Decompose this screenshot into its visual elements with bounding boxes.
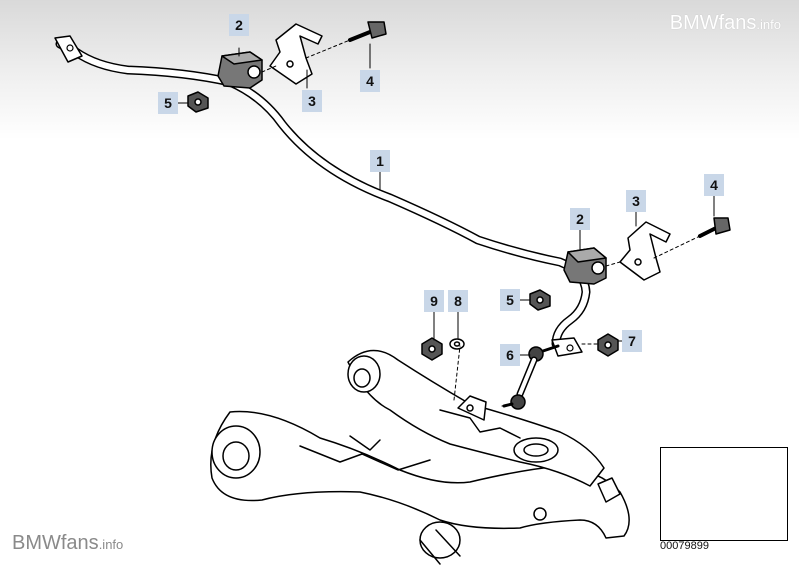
callout-part-5: 5 [500,289,520,311]
self-locking-nut [597,333,619,357]
vehicle-reference-box [660,447,788,541]
watermark-top: BMWfans.info [669,12,781,34]
callout-part-2: 2 [229,14,249,36]
stabilizer-bar [54,35,591,357]
callout-part-8: 8 [448,290,468,312]
callout-part-6: 6 [500,344,520,366]
callout-part-4: 4 [360,70,380,92]
callout-part-7: 7 [622,330,642,352]
bracket-upper [269,23,323,85]
leader-lines [177,39,715,407]
bracket-lower [619,221,671,281]
callout-part-2: 2 [570,208,590,230]
callout-part-9: 9 [424,290,444,312]
diagram-code: 00079899 [660,540,709,552]
callout-part-5: 5 [158,92,178,114]
bolt-lower [698,217,731,238]
washer [449,338,465,350]
nut-upper [187,91,209,113]
callout-part-1: 1 [370,150,390,172]
hex-nut [421,337,443,361]
callout-part-3: 3 [626,190,646,212]
watermark-bottom: BMWfans.info [12,532,124,554]
callout-part-4: 4 [704,174,724,196]
rubber-mount-lower [563,247,607,285]
rear-axle-carrier [210,349,630,565]
nut-lower [529,289,551,311]
callout-part-3: 3 [302,90,322,112]
bolt-upper [348,21,387,42]
rubber-mount-upper [217,51,263,89]
